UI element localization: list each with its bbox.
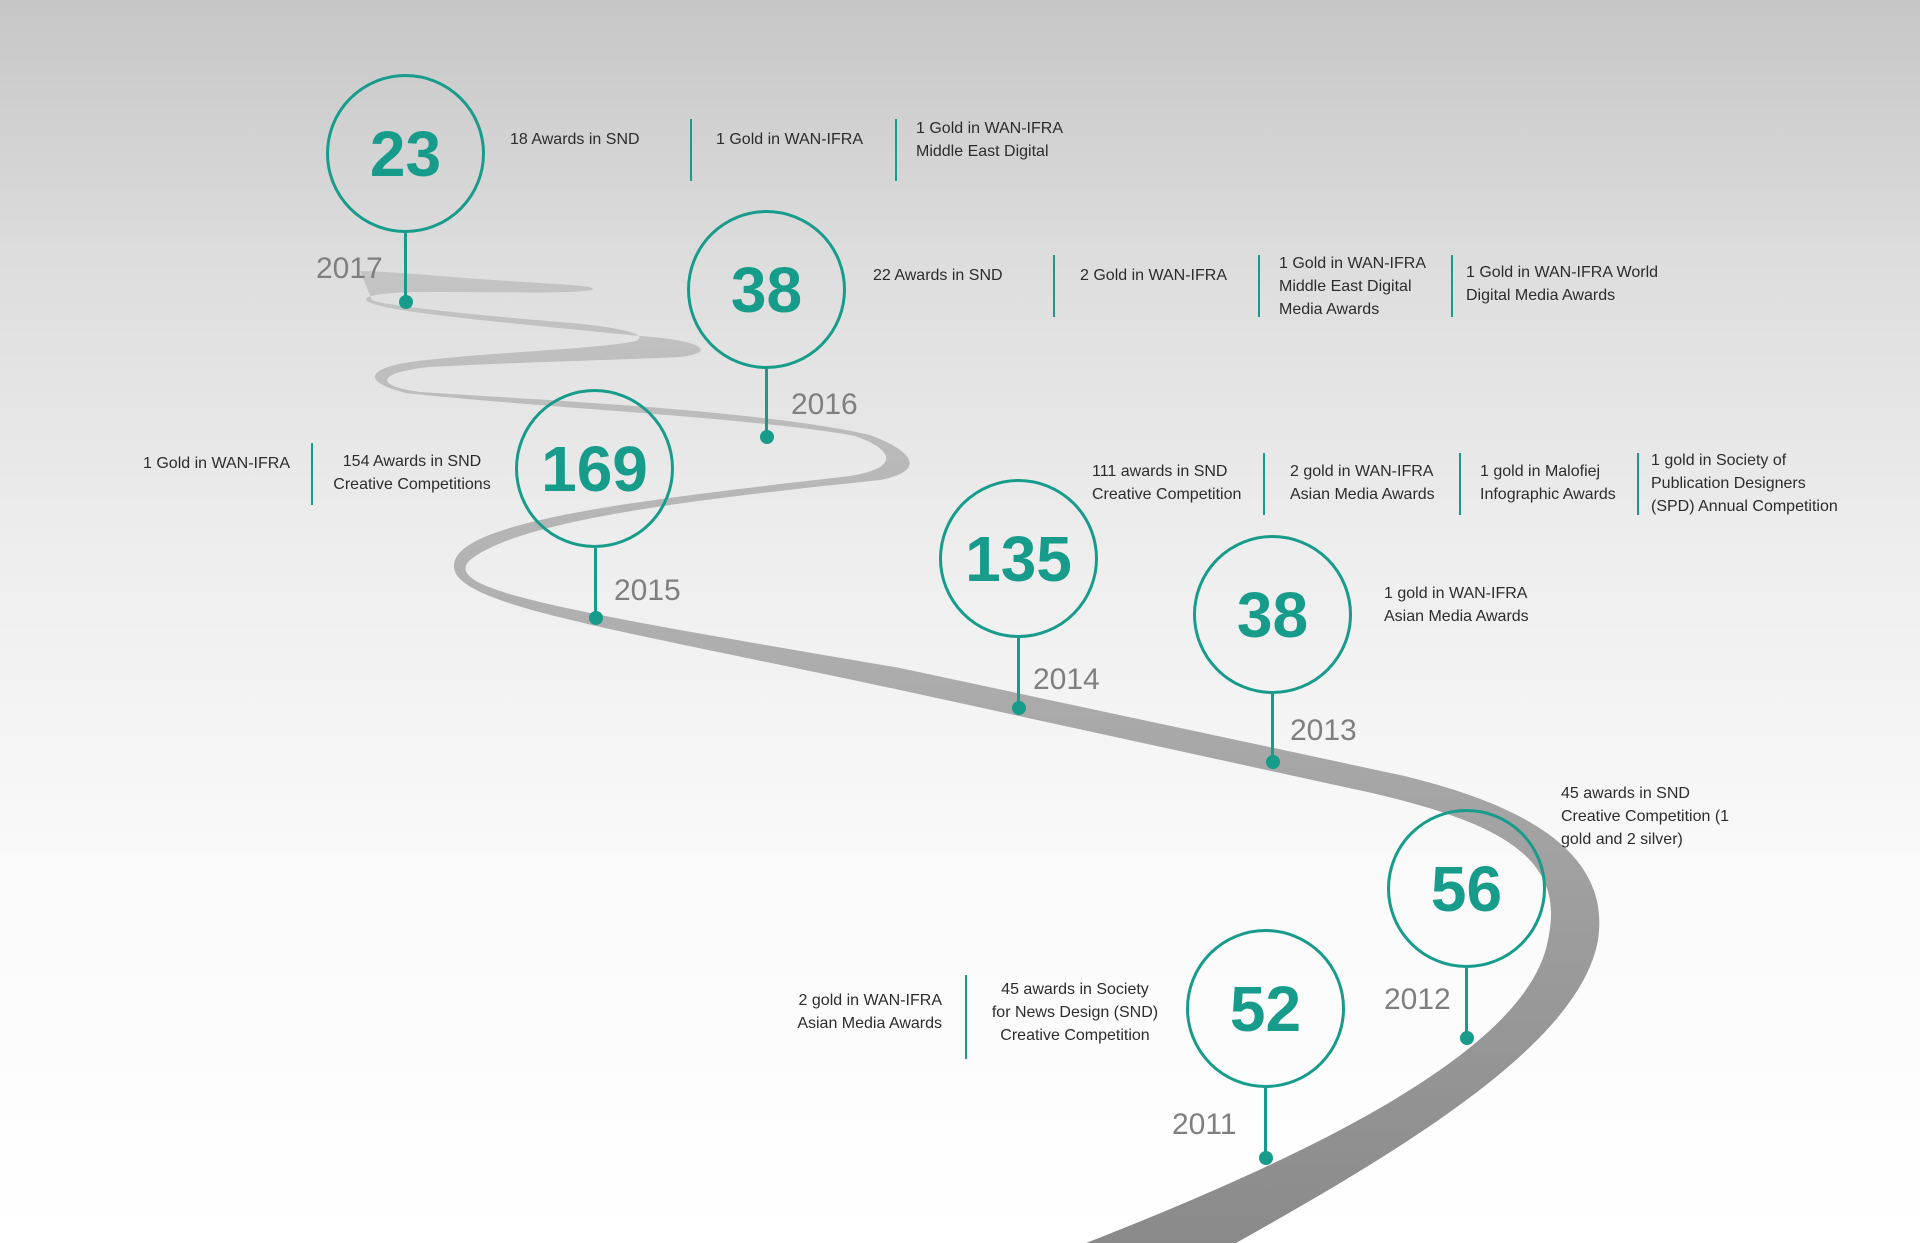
milestone-2015-marker [589,611,603,625]
divider [1459,453,1461,515]
award-2016-3: 1 Gold in WAN-IFRA Middle East Digital M… [1279,255,1426,318]
divider [1053,255,1055,317]
divider [690,119,692,181]
milestone-2013-circle: 38 [1193,535,1352,694]
milestone-2015-year: 2015 [614,574,681,607]
milestone-2014-year: 2014 [1033,663,1100,696]
award-2017-3: 1 Gold in WAN-IFRA Middle East Digital [916,120,1063,160]
milestone-2016-marker [760,430,774,444]
award-2016-1: 22 Awards in SND [873,267,1003,284]
milestone-2016-year: 2016 [791,388,858,421]
milestone-2013-count: 38 [1236,578,1309,651]
milestone-2013-year: 2013 [1290,714,1357,747]
milestone-2013-marker [1266,755,1280,769]
milestone-2015-circle: 169 [515,389,674,548]
award-2016-4: 1 Gold in WAN-IFRA World Digital Media A… [1466,264,1659,304]
milestone-2015-stem [594,548,597,620]
award-2016-2: 2 Gold in WAN-IFRA [1080,267,1227,284]
divider [1637,453,1639,515]
divider [1451,255,1453,317]
milestone-2014-stem [1017,638,1020,706]
divider [965,975,967,1059]
award-2014-4: 1 gold in Society of Publication Designe… [1651,452,1838,515]
award-2017-2: 1 Gold in WAN-IFRA [716,131,863,148]
divider [1258,255,1260,317]
milestone-2012-year: 2012 [1384,983,1451,1016]
divider [1263,453,1265,515]
milestone-2011-circle: 52 [1186,929,1345,1088]
milestone-2011-stem [1264,1088,1267,1158]
award-2015-2: 154 Awards in SND Creative Competitions [333,453,491,493]
milestone-2014-count: 135 [965,522,1072,595]
milestone-2013-stem [1271,694,1274,760]
milestone-2016-stem [765,369,768,437]
milestone-2015-count: 169 [541,432,648,505]
award-2011-1: 2 gold in WAN-IFRA Asian Media Awards [797,992,942,1032]
award-2014-1: 111 awards in SND Creative Competition [1092,463,1242,503]
milestone-2017-count: 23 [369,117,442,190]
milestone-2012-stem [1465,968,1468,1038]
divider [311,443,313,505]
milestone-2017-year: 2017 [316,252,383,285]
award-2011-2: 45 awards in Society for News Design (SN… [991,981,1159,1044]
milestone-2012-marker [1460,1031,1474,1045]
award-2015-1: 1 Gold in WAN-IFRA [143,455,290,472]
milestone-2016-count: 38 [730,253,803,326]
milestone-2011-count: 52 [1229,972,1302,1045]
milestone-2012-count: 56 [1430,852,1503,925]
milestone-2012-circle: 56 [1387,809,1546,968]
divider [895,119,897,181]
milestone-2016-circle: 38 [687,210,846,369]
milestone-2011-year: 2011 [1172,1108,1237,1141]
milestone-2014-marker [1012,701,1026,715]
milestone-2011-marker [1259,1151,1273,1165]
milestone-2014-circle: 135 [939,479,1098,638]
award-2014-2: 2 gold in WAN-IFRA Asian Media Awards [1290,463,1435,503]
milestone-2017-marker [399,295,413,309]
award-2013-1: 1 gold in WAN-IFRA Asian Media Awards [1384,585,1529,625]
award-2017-1: 18 Awards in SND [510,131,640,148]
award-2014-3: 1 gold in Malofiej Infographic Awards [1480,463,1616,503]
milestone-2017-stem [404,233,407,300]
award-2012-1: 45 awards in SND Creative Competition (1… [1561,785,1730,848]
milestone-2017-circle: 23 [326,74,485,233]
